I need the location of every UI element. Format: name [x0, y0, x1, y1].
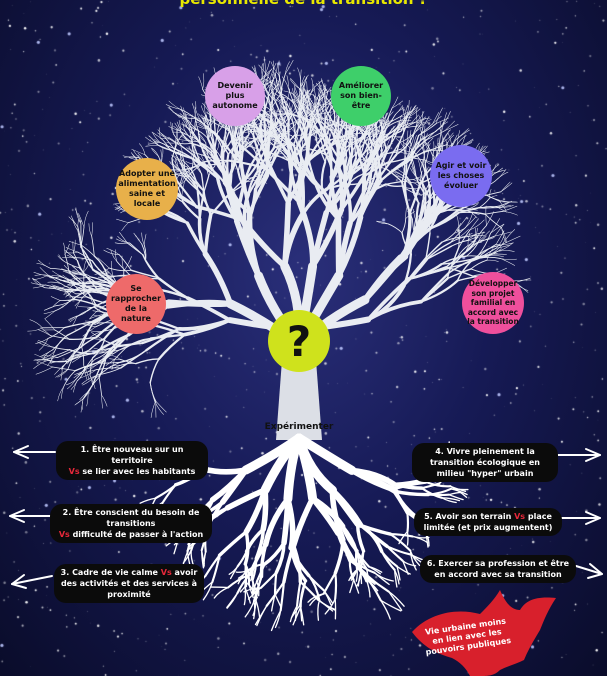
challenge-6: 6. Exercer sa profession et être en acco… [420, 555, 576, 583]
pointer-arrows [9, 445, 603, 589]
question-circle: ? [268, 310, 330, 372]
goal-bubble-wellbeing: Améliorer son bien-être [331, 66, 391, 126]
goal-bubble-nature: Se rapprocher de la nature [106, 274, 166, 334]
goal-bubble-autonomy: Devenir plus autonome [205, 66, 265, 126]
goal-bubble-family: Développer son projet familial en accord… [462, 272, 524, 334]
bat-shape [412, 590, 556, 676]
goal-bubble-act: Agir et voir les choses évoluer [430, 145, 492, 207]
challenge-3: 3. Cadre de vie calme Vs avoir des activ… [54, 564, 204, 603]
page-title: personnelle de la transition ? [0, 0, 607, 8]
goal-bubble-food: Adopter une alimentation saine et locale [116, 158, 178, 220]
experiment-label: Expérimenter [264, 422, 334, 432]
challenge-2: 2. Être conscient du besoin de transitio… [50, 504, 212, 543]
challenge-4: 4. Vivre pleinement la transition écolog… [412, 443, 558, 482]
tree-trunk [276, 360, 322, 440]
challenge-5: 5. Avoir son terrain Vs place limitée (e… [414, 508, 562, 536]
